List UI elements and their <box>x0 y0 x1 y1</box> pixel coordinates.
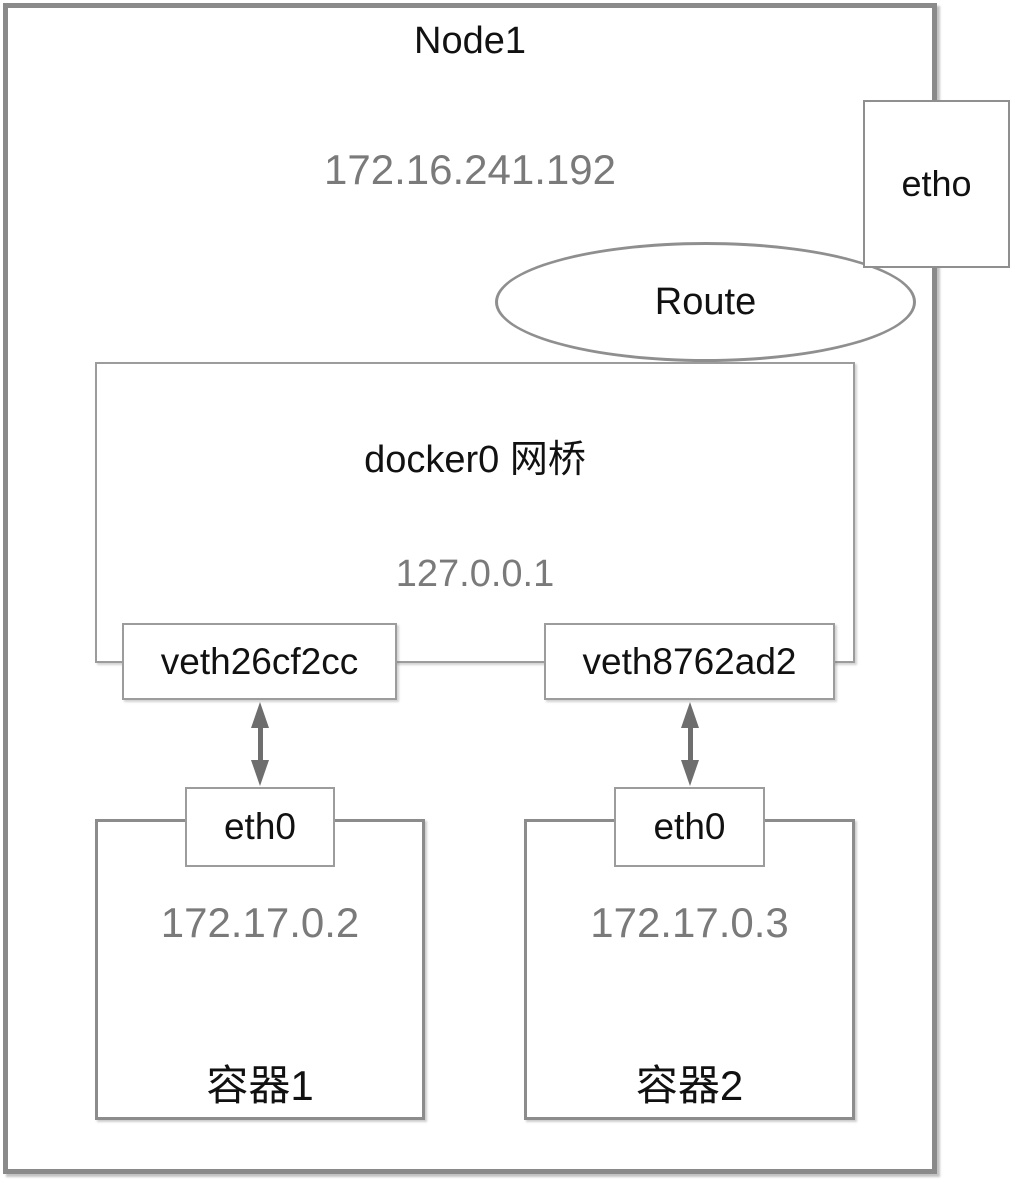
container1-name: 容器1 <box>206 1062 314 1109</box>
veth1-eth0-double-arrow <box>251 702 269 786</box>
arrow-shaft <box>687 728 693 760</box>
arrow-up-head-icon <box>681 702 699 728</box>
arrow-shaft <box>257 728 263 760</box>
container1-eth0-label: eth0 <box>223 806 296 847</box>
container2-ip: 172.17.0.3 <box>590 899 789 946</box>
veth1-box: veth26cf2cc <box>122 623 397 700</box>
container1-eth0-box: eth0 <box>185 787 335 867</box>
node-eth-interface-label: etho <box>901 163 972 204</box>
docker0-bridge-title: docker0 网桥 <box>364 439 586 481</box>
node1-ip: 172.16.241.192 <box>324 146 616 193</box>
arrow-down-head-icon <box>251 760 269 786</box>
container1-ip: 172.17.0.2 <box>160 899 360 946</box>
container1-box <box>95 819 425 1120</box>
docker0-bridge-box <box>95 362 855 663</box>
docker0-bridge-ip: 127.0.0.1 <box>395 553 555 595</box>
route-ellipse: Route <box>495 242 916 362</box>
container2-name: 容器2 <box>635 1062 744 1109</box>
container2-eth0-label: eth0 <box>653 806 726 847</box>
veth2-label: veth8762ad2 <box>582 640 797 682</box>
arrow-up-head-icon <box>251 702 269 728</box>
veth2-box: veth8762ad2 <box>544 623 835 700</box>
node-eth-interface-box: etho <box>863 100 1010 268</box>
container2-box <box>524 819 855 1120</box>
route-label: Route <box>654 280 757 323</box>
container2-eth0-box: eth0 <box>614 787 765 867</box>
node1-title: Node1 <box>414 20 526 62</box>
veth1-label: veth26cf2cc <box>160 640 359 682</box>
arrow-down-head-icon <box>681 760 699 786</box>
node1-box <box>3 3 937 1174</box>
veth2-eth0-double-arrow <box>681 702 699 786</box>
